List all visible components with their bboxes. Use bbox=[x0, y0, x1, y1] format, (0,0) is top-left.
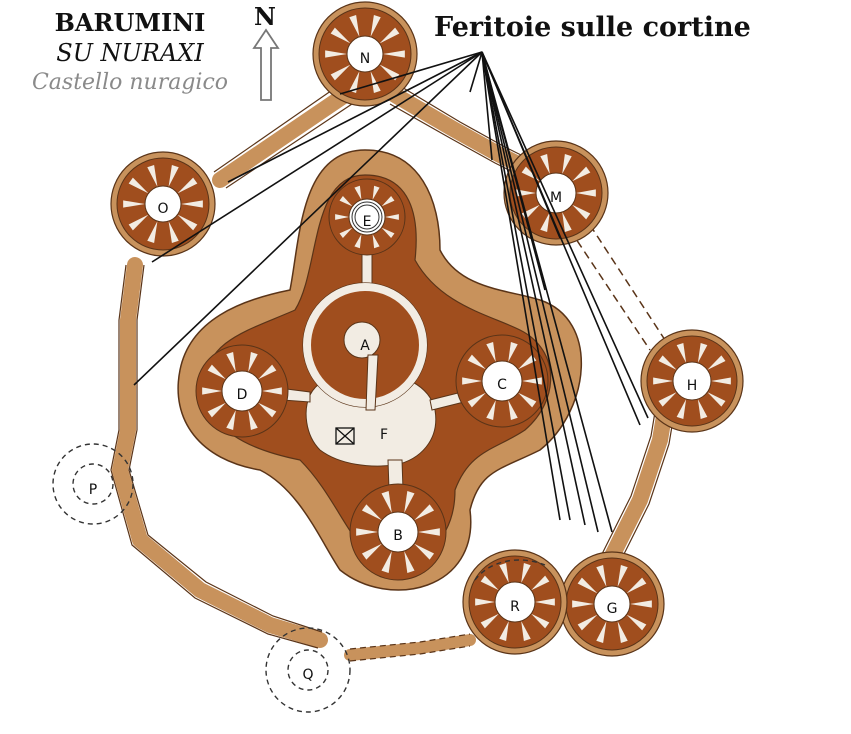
tower-label-p: P bbox=[89, 482, 97, 498]
tower-label-f: F bbox=[380, 427, 388, 443]
tower-e bbox=[328, 178, 406, 256]
annotation-label: Feritoie sulle cortine bbox=[434, 12, 751, 43]
tower-label-m: M bbox=[550, 190, 562, 206]
annotation-line bbox=[227, 51, 483, 183]
tower-label-e: E bbox=[363, 214, 372, 230]
annotation-line bbox=[481, 51, 641, 426]
tower-n bbox=[312, 1, 418, 107]
site-subtitle: SU NURAXI bbox=[56, 39, 204, 67]
tower-h bbox=[640, 329, 744, 433]
tower-label-d: D bbox=[237, 387, 248, 403]
north-label: N bbox=[254, 2, 276, 31]
site-title: BARUMINI bbox=[54, 8, 206, 37]
annotation-lines bbox=[133, 51, 649, 533]
annotation-line bbox=[481, 51, 613, 533]
site-description: Castello nuragico bbox=[31, 70, 229, 95]
tower-o bbox=[110, 151, 216, 257]
tower-label-q: Q bbox=[302, 667, 313, 683]
annotation-line bbox=[469, 51, 483, 93]
tower-b bbox=[349, 483, 447, 581]
annotation-line bbox=[151, 51, 483, 263]
annotation-line bbox=[481, 51, 493, 161]
tower-labels: A B C D E F G H M N O P Q R bbox=[89, 51, 697, 683]
tower-label-r: R bbox=[510, 599, 520, 615]
tower-d bbox=[195, 344, 289, 438]
north-arrow-icon bbox=[252, 28, 280, 101]
tower-q bbox=[265, 627, 351, 713]
tower-r bbox=[462, 549, 568, 655]
tower-label-c: C bbox=[497, 377, 507, 393]
tower-label-b: B bbox=[393, 528, 403, 544]
tower-label-h: H bbox=[687, 378, 698, 394]
tower-label-g: G bbox=[607, 601, 618, 617]
tower-g bbox=[559, 551, 665, 657]
towers-layer bbox=[110, 1, 744, 657]
annotation-line bbox=[481, 51, 571, 521]
annotation-line bbox=[133, 51, 483, 386]
annotation-line bbox=[481, 51, 649, 419]
outer-curtain-wall bbox=[112, 87, 673, 661]
tower-label-o: O bbox=[157, 201, 168, 217]
tower-label-a: A bbox=[360, 338, 370, 354]
tower-p bbox=[52, 443, 134, 525]
tower-label-n: N bbox=[360, 51, 370, 67]
annotation-line bbox=[481, 51, 586, 526]
annotation-line bbox=[339, 51, 483, 95]
tower-c bbox=[455, 334, 549, 428]
well-icon bbox=[335, 427, 355, 445]
tower-a bbox=[302, 282, 428, 411]
annotation-line bbox=[481, 51, 599, 533]
annotation-line bbox=[481, 51, 561, 521]
title-block: BARUMINI SU NURAXI Castello nuragico bbox=[0, 8, 260, 98]
